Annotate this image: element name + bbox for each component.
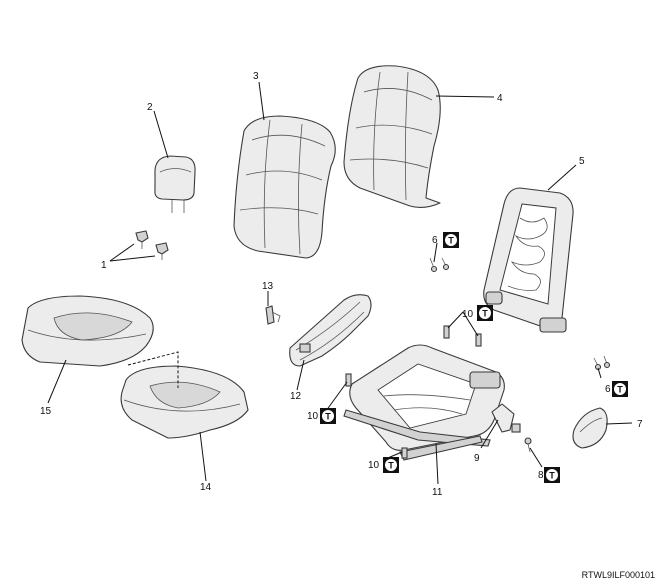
callout-4: 4 [497, 93, 503, 104]
torque-symbol-2: T [477, 305, 493, 321]
torque-letter: T [482, 309, 488, 319]
callout-labels: 1 2 3 4 5 6 6 7 8 9 10 10 10 11 12 13 14… [40, 71, 643, 498]
seatback-cover [343, 65, 441, 209]
callout-10-mid: 10 [307, 411, 319, 422]
adjuster-knob [491, 403, 521, 433]
leader-lines [47, 81, 633, 485]
clip-13 [265, 305, 281, 325]
callout-10-lower: 10 [368, 460, 380, 471]
seat-cushion-cover [21, 295, 154, 367]
alignment-line [127, 351, 179, 388]
seatback-frame [483, 187, 574, 333]
clips [135, 230, 169, 260]
callout-15: 15 [40, 406, 52, 417]
callout-3: 3 [253, 71, 259, 82]
reference-code: RTWL9ILF000101 [581, 570, 655, 580]
callout-5: 5 [579, 156, 585, 167]
torque-letter: T [617, 385, 623, 395]
side-shield [289, 294, 372, 367]
callout-6-upper: 6 [432, 235, 438, 246]
bolts-10 [345, 325, 482, 459]
torque-symbol-5: T [383, 457, 399, 473]
callout-2: 2 [147, 102, 153, 113]
seatback-pad [233, 115, 336, 259]
seat-cushion-pad [120, 365, 249, 439]
headrest [154, 155, 196, 213]
callout-12: 12 [290, 391, 302, 402]
bolts-lower [593, 355, 611, 371]
callout-7: 7 [637, 419, 643, 430]
callout-13: 13 [262, 281, 274, 292]
callout-8: 8 [538, 470, 544, 481]
callout-9: 9 [474, 453, 480, 464]
torque-symbol-4: T [320, 408, 336, 424]
bolt-8 [524, 437, 532, 453]
torque-letter: T [448, 236, 454, 246]
callout-14: 14 [200, 482, 212, 493]
callout-10-upper: 10 [462, 309, 474, 320]
callout-1: 1 [101, 260, 107, 271]
callout-6-lower: 6 [605, 384, 611, 395]
torque-letter: T [549, 471, 555, 481]
callout-11: 11 [432, 487, 443, 498]
torque-symbol-6: T [544, 467, 560, 483]
torque-symbol-1: T [443, 232, 459, 248]
torque-letter: T [388, 461, 394, 471]
seat-frame [343, 344, 505, 461]
torque-letter: T [325, 412, 331, 422]
torque-symbol-3: T [612, 381, 628, 397]
recliner-cover [572, 407, 608, 449]
bolts-upper [429, 257, 450, 273]
